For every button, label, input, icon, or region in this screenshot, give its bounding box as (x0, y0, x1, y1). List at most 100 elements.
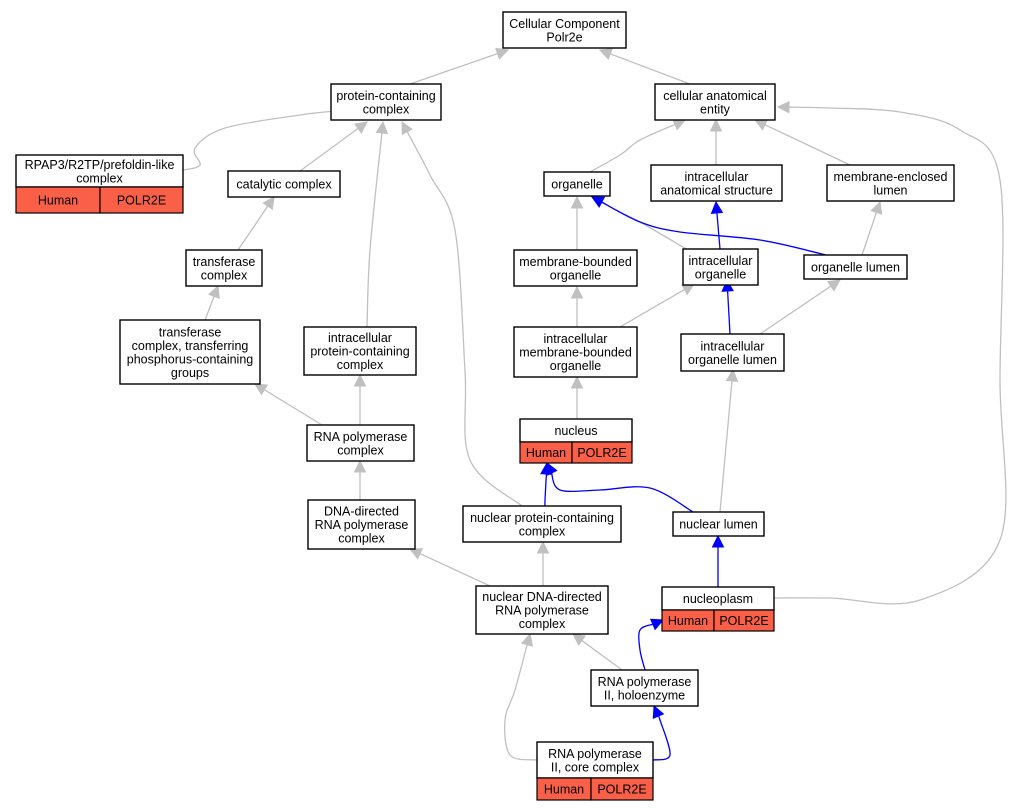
node-cellular-anatomical-entity-box (654, 83, 776, 121)
edge-organelle-lumen-to-membrane-enclosed-lumen-arrowhead (870, 200, 883, 215)
edge-catalytic-complex-to-protein-containing-complex-line (299, 127, 360, 172)
edge-nucleoplasm-to-cellular-anatomical-entity-line (773, 106, 1007, 605)
node-nuclear-dna-directed-rnap-complex-label-line: complex (519, 617, 566, 631)
node-intracellular-membrane-bounded-organelle-label-line: intracellular (544, 332, 608, 346)
edge-cellular-anatomical-entity-to-root-line (609, 52, 691, 85)
node-membrane-bounded-organelle-label-line: organelle (550, 268, 601, 282)
edge-intracellular-membrane-bounded-organelle-to-intracellular-organelle (619, 283, 695, 328)
node-organelle-lumen-box (803, 254, 908, 280)
edge-intracellular-organelle-to-intracellular-anatomical-structure-line (716, 211, 721, 250)
edge-membrane-enclosed-lumen-to-cellular-anatomical-entity (753, 119, 851, 166)
node-nucleoplasm-gene-label: POLR2E (719, 614, 768, 628)
node-rnap2-core-gene-label: POLR2E (597, 783, 646, 797)
node-rpap3-species-cell[interactable] (15, 186, 101, 214)
edge-intracellular-organelle-lumen-to-organelle-lumen-arrowhead (826, 279, 841, 292)
node-rnap2-core-gene-cell[interactable] (590, 777, 654, 801)
node-rpap3-label-line: complex (76, 171, 123, 185)
node-intracellular-organelle-label-line: organelle (695, 267, 746, 281)
node-intracellular-organelle-lumen-box (680, 333, 785, 372)
node-organelle-label-line: organelle (551, 178, 602, 192)
node-nuclear-lumen-box (672, 511, 765, 537)
node-organelle[interactable]: organelle (543, 171, 611, 197)
node-intracellular-protein-containing-complex-box (303, 326, 417, 376)
edge-rna-polymerase-complex-to-transferase-phosphorus-arrowhead (254, 383, 269, 396)
edge-nuclear-lumen-to-nucleus-arrowhead (546, 461, 558, 477)
edge-nucleus-to-intracellular-membrane-bounded-organelle (570, 375, 584, 419)
edge-transferase-complex-to-catalytic-complex (237, 196, 275, 251)
node-intracellular-membrane-bounded-organelle-label-line: organelle (550, 359, 601, 373)
edge-nuclear-lumen-to-intracellular-organelle-lumen (719, 368, 739, 513)
node-cellular-anatomical-entity-label-line: entity (700, 102, 731, 116)
node-nucleus-gene-cell[interactable] (571, 441, 633, 464)
node-nucleus-label-line: nucleus (554, 424, 597, 438)
node-catalytic-complex[interactable]: catalytic complex (227, 170, 341, 198)
edge-organelle-lumen-to-membrane-enclosed-lumen-line (861, 211, 878, 256)
node-nuclear-lumen[interactable]: nuclear lumen (672, 511, 765, 537)
node-rnap2-holoenzyme-label-line: RNA polymerase (598, 675, 692, 689)
edge-nuclear-protein-containing-complex-to-protein-containing-complex-arrowhead (401, 121, 413, 136)
node-intracellular-organelle-label-line: intracellular (689, 254, 753, 268)
node-rpap3-label-line: RPAP3/R2TP/prefoldin-like (25, 158, 175, 172)
edge-organelle-lumen-to-organelle-line (600, 201, 827, 256)
node-rpap3-gene-label: POLR2E (117, 194, 166, 208)
node-nucleus-gene-label: POLR2E (577, 446, 626, 460)
edge-rnap2-holoenzyme-to-nucleoplasm-line (638, 623, 655, 671)
edge-rna-polymerase-complex-to-intracellular-protein-containing-complex (353, 373, 367, 425)
node-membrane-enclosed-lumen-box (826, 164, 955, 202)
edge-nucleoplasm-to-cellular-anatomical-entity-arrowhead (776, 100, 790, 114)
edge-rnap2-holoenzyme-to-nucleoplasm-arrowhead (649, 618, 665, 631)
node-intracellular-protein-containing-complex-label-line: protein-containing (310, 345, 409, 359)
edge-nuclear-lumen-to-nucleus (546, 461, 694, 513)
node-rpap3-gene-cell[interactable] (99, 186, 184, 214)
node-root-box (502, 11, 627, 49)
edge-dna-directed-rnap-complex-to-rna-polymerase-complex (353, 459, 367, 500)
edge-rnap2-holoenzyme-to-nuclear-dna-directed-rnap-complex-arrowhead (572, 633, 587, 646)
node-nucleoplasm-species-label: Human (668, 614, 708, 628)
node-nucleoplasm-gene-cell[interactable] (713, 609, 775, 632)
edge-membrane-bounded-organelle-to-organelle (570, 195, 584, 250)
node-catalytic-complex-box (227, 170, 341, 198)
node-transferase-phosphorus-label-line: transferase (159, 325, 222, 339)
node-organelle-lumen[interactable]: organelle lumen (803, 254, 908, 280)
edge-intracellular-membrane-bounded-organelle-to-membrane-bounded-organelle-arrowhead (570, 285, 584, 299)
node-rnap2-core-label-line: RNA polymerase (548, 747, 642, 761)
edge-rna-polymerase-complex-to-transferase-phosphorus (254, 383, 323, 426)
edge-intracellular-organelle-lumen-to-organelle-lumen-line (759, 285, 833, 335)
node-organelle-box (543, 171, 611, 197)
node-intracellular-anatomical-structure-label-line: anatomical structure (660, 183, 773, 197)
node-dna-directed-rnap-complex-box (307, 499, 416, 550)
edge-nuclear-dna-directed-rnap-complex-to-dna-directed-rnap-complex-arrowhead (408, 548, 424, 560)
node-intracellular-organelle-lumen-label-line: organelle lumen (688, 353, 777, 367)
edge-organelle-to-cellular-anatomical-entity (589, 118, 687, 173)
edge-intracellular-membrane-bounded-organelle-to-membrane-bounded-organelle (570, 285, 584, 327)
edge-rnap2-holoenzyme-to-nuclear-dna-directed-rnap-complex-line (580, 639, 623, 671)
edge-intracellular-anatomical-structure-to-cellular-anatomical-entity-arrowhead (709, 118, 723, 132)
edge-nucleoplasm-to-nuclear-lumen-arrowhead (711, 534, 725, 548)
node-intracellular-protein-containing-complex-label-line: complex (337, 358, 384, 372)
node-nuclear-protein-containing-complex-box (462, 505, 622, 543)
node-nucleoplasm-label-line: nucleoplasm (683, 592, 753, 606)
node-protein-containing-complex-label-line: complex (363, 102, 410, 116)
edge-organelle-lumen-to-membrane-enclosed-lumen (861, 200, 883, 256)
